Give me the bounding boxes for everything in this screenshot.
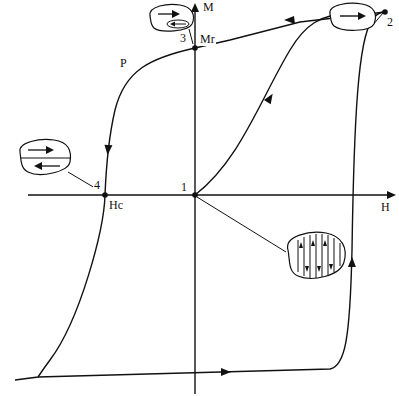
axis-label: P (119, 57, 128, 70)
initial-curve (195, 13, 352, 195)
arrowhead (348, 257, 356, 267)
arrowhead (387, 191, 396, 199)
descending-branch (15, 12, 385, 380)
point-dot (382, 9, 388, 15)
arrowhead (264, 92, 276, 105)
point-dot (192, 45, 198, 51)
m-axis (194, 8, 195, 394)
domain-blob (288, 232, 346, 278)
leader-line (189, 29, 193, 44)
h-axis (28, 194, 390, 195)
domain-blob (150, 4, 194, 31)
point-dot (192, 192, 198, 198)
axis-label: 2 (386, 16, 394, 29)
point-dot (102, 192, 108, 198)
arrowhead (284, 16, 295, 24)
arrowhead (104, 145, 113, 156)
axis-label: Mr (199, 33, 216, 46)
leader-line (197, 197, 286, 252)
ascending-branch (38, 12, 385, 377)
domain-blob (330, 3, 376, 30)
axis-label: 1 (180, 181, 188, 194)
domain-blob (20, 140, 71, 175)
axis-label: H (380, 201, 391, 214)
leader-line (68, 172, 100, 191)
axis-label: 4 (93, 179, 101, 192)
arrowhead (221, 368, 231, 376)
axis-label: M (202, 1, 215, 14)
arrowhead (191, 3, 199, 12)
axis-label: Hc (108, 199, 124, 212)
axis-label: 3 (179, 32, 187, 45)
